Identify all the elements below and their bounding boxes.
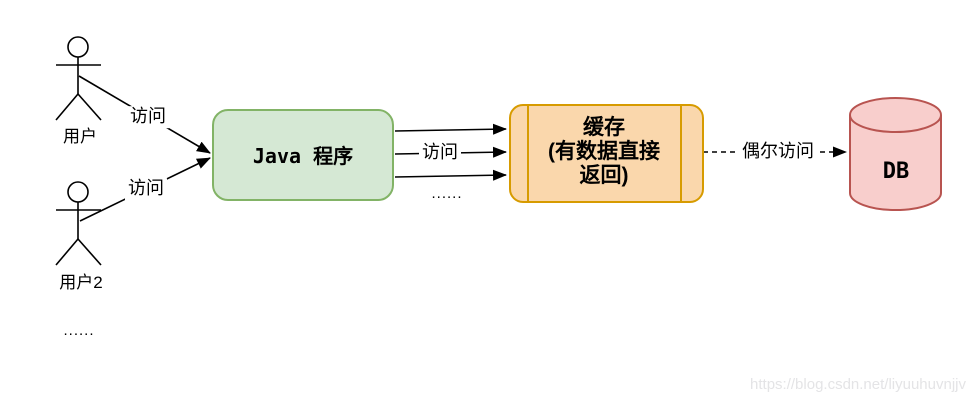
actor-user-right-leg (77, 93, 102, 121)
actor-user-figure (55, 36, 102, 121)
db-cylinder-body (849, 97, 942, 211)
actor-user2-figure (55, 181, 102, 266)
actor-user2-left-leg (55, 238, 79, 266)
ellipsis-more-users: ...... (63, 322, 95, 339)
actor-user-head-icon (67, 36, 89, 58)
cache-node-body (509, 104, 704, 203)
db-cylinder-rim (849, 114, 942, 133)
actor-user2-head-icon (67, 181, 89, 203)
actor-user-label: 用户 (63, 126, 97, 146)
edge-label-user2-access: 访问 (125, 178, 167, 200)
java-program-node (212, 109, 394, 201)
cache-label: 缓存 (有数据直接 返回) (548, 116, 660, 187)
edge-label-java-cache-access: 访问 (419, 142, 461, 164)
edge-label-user1-access: 访问 (127, 106, 169, 128)
arrow-java-to-cache-3 (394, 169, 507, 181)
actor-user2-label: 用户2 (59, 272, 103, 292)
watermark-url: https://blog.csdn.net/liyuuhuvnjjv (750, 376, 966, 393)
db-label: DB (882, 158, 910, 184)
arrow-java-to-cache-1 (394, 123, 507, 135)
actor-user-left-leg (55, 93, 79, 121)
ellipsis-more-arrows: ...... (431, 185, 463, 202)
edge-label-occasional-access: 偶尔访问 (739, 141, 817, 163)
db-cylinder-node (849, 97, 942, 211)
cache-node (509, 104, 704, 203)
java-program-label: Java 程序 (252, 144, 354, 168)
actor-user2-right-leg (77, 238, 102, 266)
